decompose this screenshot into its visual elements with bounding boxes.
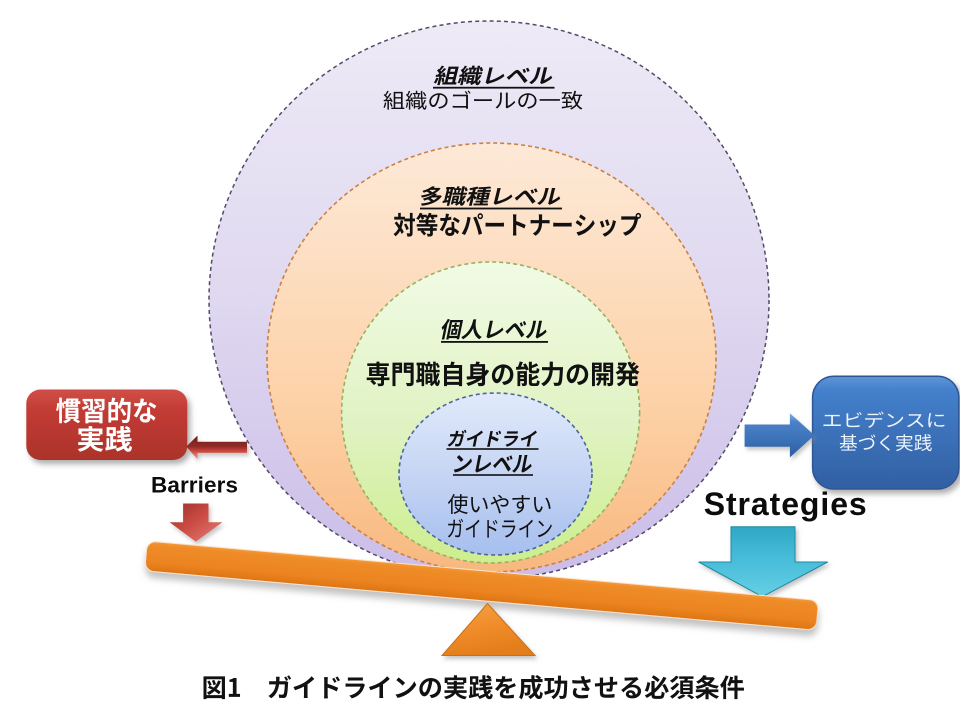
svg-text:Strategies: Strategies — [704, 486, 867, 522]
svg-text:Barriers: Barriers — [151, 473, 238, 498]
